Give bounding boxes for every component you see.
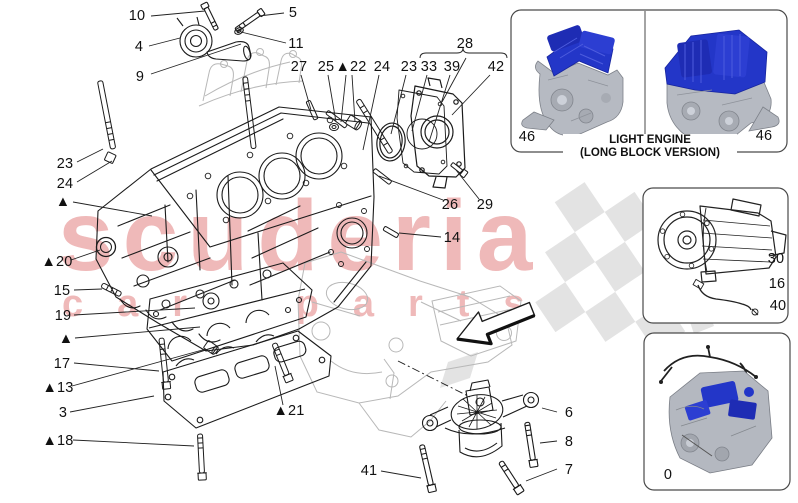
callout-24-top: 24 (373, 59, 391, 75)
callout-triangle-a: ▲ (55, 194, 71, 210)
callout-13: ▲13 (42, 380, 74, 396)
callout-27: 27 (290, 59, 308, 75)
callout-22: ▲22 (335, 59, 367, 75)
callout-40: 40 (769, 298, 787, 314)
callout-23-top: 23 (400, 59, 418, 75)
callout-8: 8 (564, 434, 574, 450)
callout-41: 41 (360, 463, 378, 479)
light-engine-caption-line1: LIGHT ENGINE (609, 134, 691, 146)
callout-19: 19 (54, 308, 72, 324)
fasteners-drawing (95, 76, 469, 481)
callout-9: 9 (135, 69, 145, 85)
callout-46-right: 46 (755, 128, 773, 144)
callout-33: 33 (420, 59, 438, 75)
callout-23: 23 (56, 156, 74, 172)
callout-46-left: 46 (518, 129, 536, 145)
transmission-panel (642, 187, 789, 324)
engine-mount-drawing (397, 360, 540, 496)
watermark-title: scuderia (58, 180, 542, 292)
callout-26: 26 (441, 197, 459, 213)
bedplate-drawing (146, 262, 313, 362)
callout-10: 10 (128, 8, 146, 24)
ghost-subframe-sketch (297, 251, 522, 438)
callout-6: 6 (564, 405, 574, 421)
callout-21: ▲21 (273, 403, 305, 419)
callout-3: 3 (58, 405, 68, 421)
callout-24: 24 (56, 176, 74, 192)
callout-28: 28 (456, 36, 474, 52)
callout-7: 7 (564, 462, 574, 478)
callout-4: 4 (134, 39, 144, 55)
callout-42: 42 (487, 59, 505, 75)
callout-11: 11 (288, 36, 304, 52)
engine-render-assembly (659, 345, 773, 474)
light-engine-caption-line2: (LONG BLOCK VERSION) (580, 147, 720, 160)
engine-render-right (664, 29, 780, 143)
callout-20: ▲20 (41, 254, 73, 270)
callout-39: 39 (443, 59, 461, 75)
callout-15: 15 (53, 283, 71, 299)
windage-tray-drawing (162, 330, 332, 429)
callout-14: 14 (443, 230, 461, 246)
callout-18: ▲18 (42, 433, 74, 449)
watermark-subtitle: car parts (62, 283, 559, 325)
callout-30: 30 (767, 251, 785, 267)
transmission-drawing (657, 198, 787, 316)
callout-0: 0 (663, 467, 673, 483)
rear-cover-assembly-drawing (376, 77, 466, 189)
engine-render-left (521, 25, 624, 137)
callout-16: 16 (768, 276, 786, 292)
callout-25: 25 (317, 59, 335, 75)
upper-mount-drawing (176, 1, 266, 62)
callout-triangle-b: ▲ (58, 331, 74, 347)
direction-arrow-icon (456, 301, 536, 346)
callout-17: 17 (53, 356, 71, 372)
callout-5: 5 (288, 5, 298, 21)
ghost-engine-top-sketch (198, 48, 304, 107)
crankcase-drawing (95, 106, 375, 352)
callout-29: 29 (476, 197, 494, 213)
light-engine-caption: LIGHT ENGINE (LONG BLOCK VERSION) (563, 134, 737, 161)
